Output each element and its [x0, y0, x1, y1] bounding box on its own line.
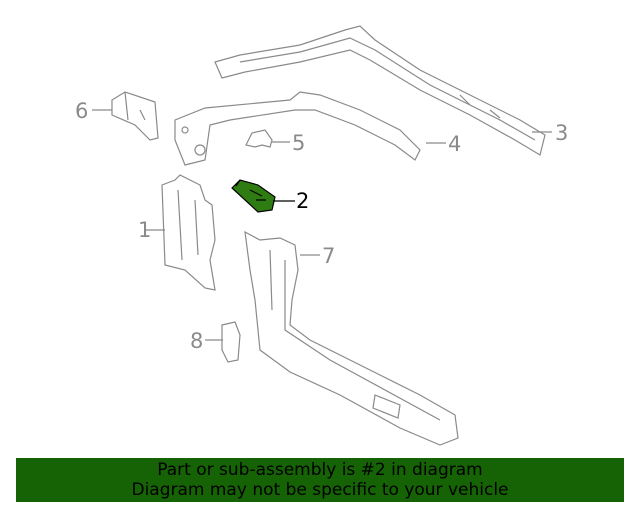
part-3-roof-rail[interactable]	[214, 25, 546, 156]
callout-7[interactable]: 7	[322, 244, 336, 268]
callout-8[interactable]: 8	[190, 329, 204, 353]
part-6-bracket[interactable]	[111, 91, 159, 141]
banner-line-1: Part or sub-assembly is #2 in diagram	[157, 460, 483, 480]
banner-line-2: Diagram may not be specific to your vehi…	[131, 480, 509, 500]
callout-3[interactable]: 3	[555, 121, 569, 145]
part-2-highlighted[interactable]	[231, 179, 276, 213]
parts-diagram	[92, 25, 552, 446]
part-4-inner-rail[interactable]	[174, 91, 421, 166]
part-info-banner: Part or sub-assembly is #2 in diagram Di…	[16, 458, 624, 502]
callout-2[interactable]: 2	[296, 189, 310, 213]
part-7-rocker-panel[interactable]	[244, 230, 459, 446]
callout-4[interactable]: 4	[448, 132, 462, 156]
callout-1[interactable]: 1	[138, 218, 152, 242]
part-8-plate[interactable]	[221, 321, 241, 363]
callout-5[interactable]: 5	[292, 131, 306, 155]
callout-6[interactable]: 6	[75, 99, 89, 123]
part-5-bracket[interactable]	[245, 129, 273, 148]
part-1-pillar[interactable]	[161, 174, 216, 291]
